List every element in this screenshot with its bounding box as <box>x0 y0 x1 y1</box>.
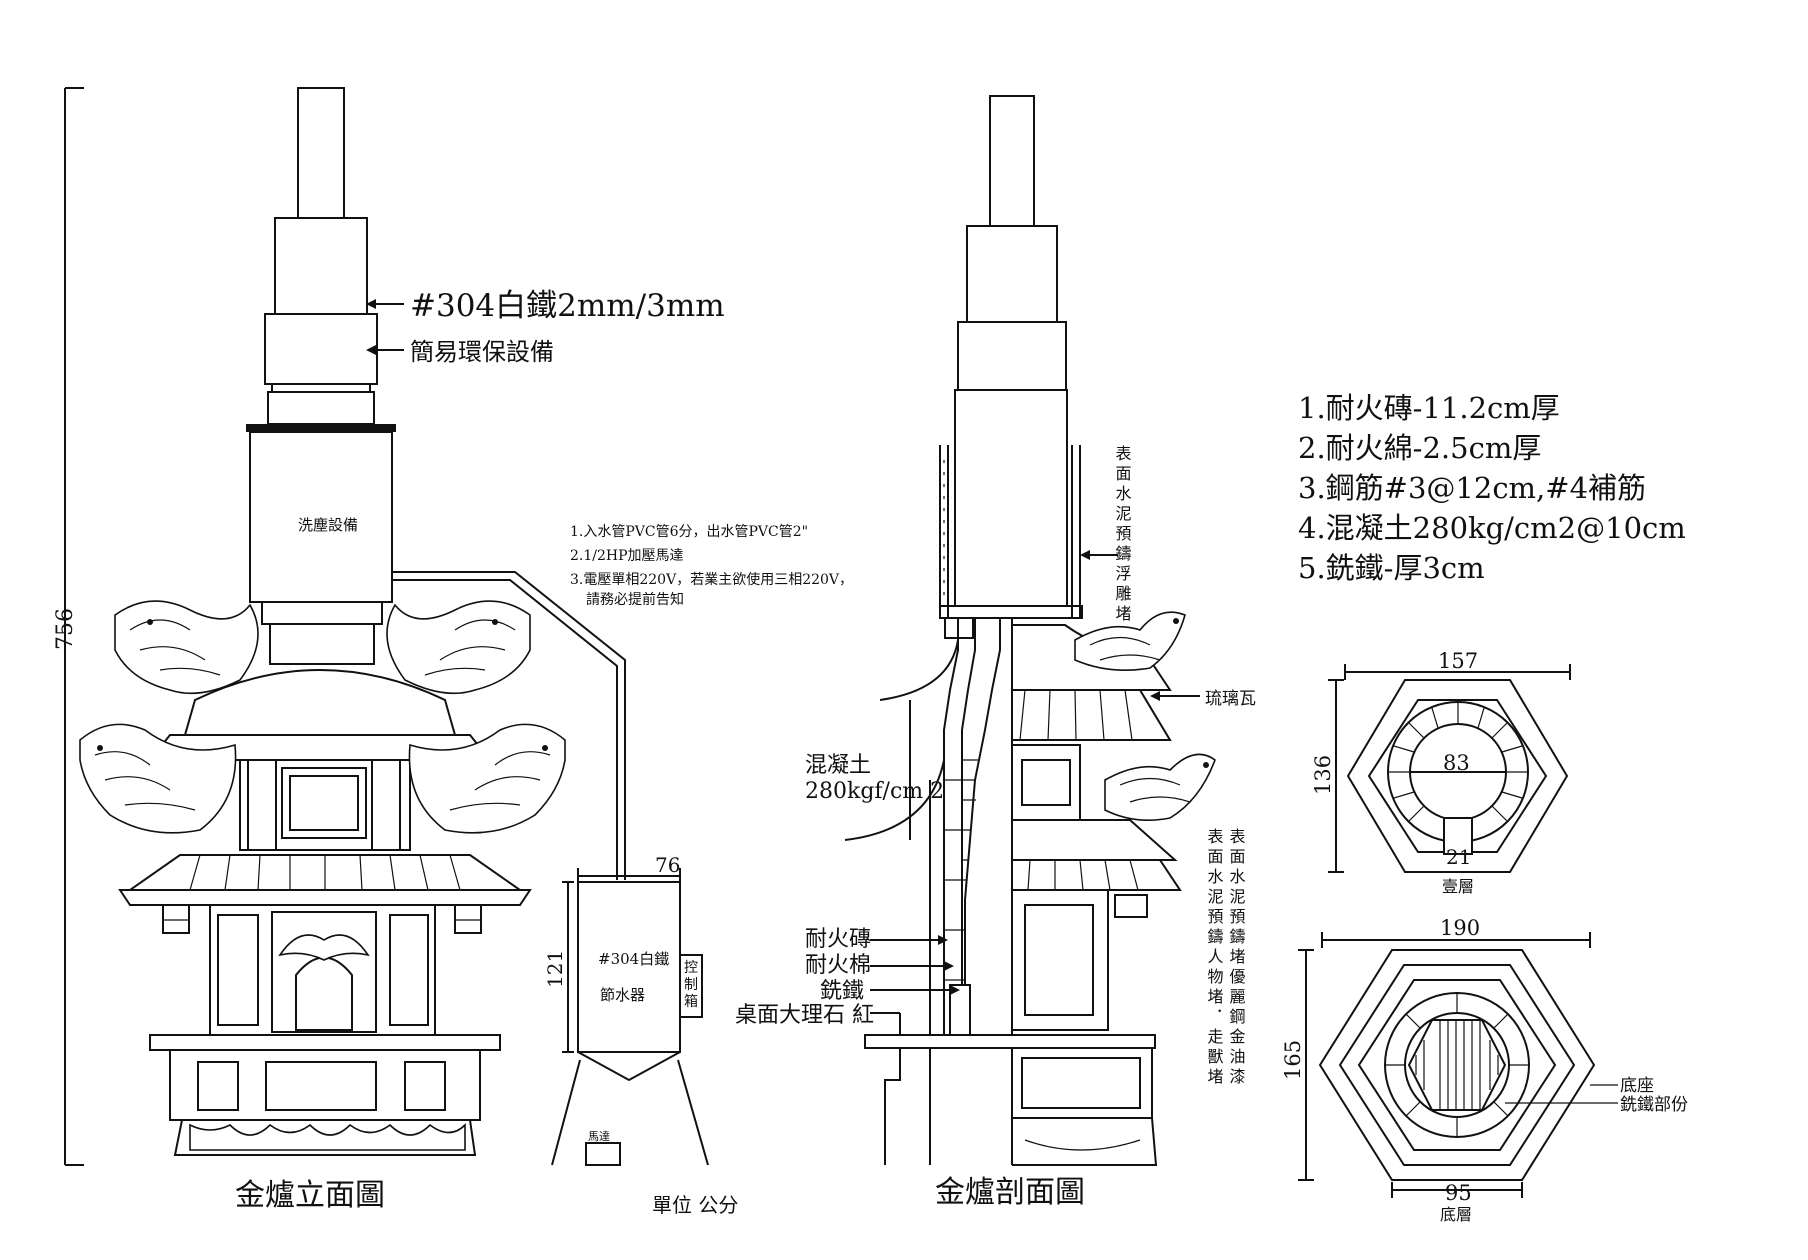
section-right-half <box>1011 624 1182 1031</box>
middle-dragons <box>79 723 566 834</box>
plan-bottom-height-dim: 165 <box>1281 1040 1305 1080</box>
section-view: 混凝土 280kgf/cm 2 <box>735 95 1256 1210</box>
chimney <box>246 87 396 603</box>
spec-4: 4.混凝土280kg/cm2@10cm <box>1298 511 1686 545</box>
base <box>149 1034 501 1156</box>
steel-callout <box>366 299 404 355</box>
layer-brick-label: 耐火磚 <box>805 927 871 952</box>
layer-iron-label: 銑鐵 <box>820 979 864 1004</box>
spec-5: 5.銑鐵-厚3cm <box>1298 551 1485 585</box>
section-dragons <box>1074 611 1216 822</box>
glazed-tile-label: 琉璃瓦 <box>1205 689 1256 709</box>
install-notes: 1.入水管PVC管6分，出水管PVC管2" 2.1/2HP加壓馬達 3.電壓單相… <box>570 524 853 608</box>
upper-roof <box>147 601 493 761</box>
section-base <box>864 1034 1158 1166</box>
height-dim-text: 756 <box>53 608 78 650</box>
spec-3: 3.鋼筋#3@12cm,#4補筋 <box>1298 471 1646 505</box>
note-1: 1.入水管PVC管6分，出水管PVC管2" <box>570 524 808 540</box>
section-flue <box>929 618 1013 1036</box>
plan-top <box>1328 664 1571 873</box>
plan-top-label: 壹層 <box>1442 877 1474 896</box>
section-note-right-1: 表面水泥預鑄堵優麗鋼金油漆 <box>1227 828 1246 1088</box>
plan-top-inner-dim: 83 <box>1443 751 1470 775</box>
spec-list: 1.耐火磚-11.2cm厚 2.耐火綿-2.5cm厚 3.鋼筋#3@12cm,#… <box>1298 391 1686 585</box>
steel-callout-text: #304白鐵2mm/3mm <box>410 288 725 324</box>
upper-dragons <box>114 600 531 695</box>
plan-bottom-base-dim: 95 <box>1445 1181 1472 1205</box>
section-note-top: 表面水泥預鑄浮雕堵 <box>1113 445 1132 625</box>
control-box-label: 控制箱 <box>684 960 698 1010</box>
washer-label: 洗塵設備 <box>298 516 358 534</box>
tank-height-dim: 121 <box>543 950 567 988</box>
plan-top-opening-dim: 21 <box>1446 845 1471 869</box>
unit-label: 單位 公分 <box>652 1193 738 1217</box>
section-note-right-2: 表面水泥預鑄人物堵．走獸堵 <box>1205 828 1224 1088</box>
section-chimney <box>939 95 1083 639</box>
main-body <box>209 904 436 1036</box>
plan-bottom-callout-iron: 銑鐵部份 <box>1620 1095 1688 1115</box>
tank-label-1: #304白鐵 <box>598 950 669 968</box>
concrete-label-1: 混凝土 <box>805 753 871 778</box>
plan-top-width-dim: 157 <box>1438 649 1478 673</box>
plan-bottom <box>1298 932 1618 1198</box>
section-callouts <box>870 550 1200 1035</box>
tank-label-2: 節水器 <box>600 986 645 1004</box>
note-2: 2.1/2HP加壓馬達 <box>570 548 684 564</box>
concrete-label-2: 280kgf/cm 2 <box>805 779 944 804</box>
height-dimension <box>64 87 84 1166</box>
plan-top-height-dim: 136 <box>1311 755 1335 795</box>
spec-1: 1.耐火磚-11.2cm厚 <box>1298 391 1560 425</box>
elevation-view: 756 洗塵設備 #304白鐵2mm/3mm 簡易環保設備 <box>53 87 853 1217</box>
lower-roof <box>118 854 532 906</box>
note-3: 3.電壓單相220V，若業主欲使用三相220V， <box>570 571 853 588</box>
env-callout-text: 簡易環保設備 <box>410 338 554 366</box>
plan-bottom-callout-base: 底座 <box>1620 1076 1654 1096</box>
tank-width-dim: 76 <box>655 853 680 877</box>
spec-2: 2.耐火綿-2.5cm厚 <box>1298 431 1541 465</box>
section-title: 金爐剖面圖 <box>935 1175 1085 1210</box>
water-pipe <box>392 571 626 880</box>
note-4: 請務必提前告知 <box>586 591 684 608</box>
layer-marble-label: 桌面大理石 紅 <box>735 1003 874 1028</box>
plan-bottom-label: 底層 <box>1440 1205 1472 1224</box>
concrete-wall <box>844 639 959 841</box>
layer-wool-label: 耐火棉 <box>805 953 871 978</box>
elevation-title: 金爐立面圖 <box>235 1178 385 1213</box>
water-tank <box>551 868 709 1166</box>
middle-story <box>239 759 411 851</box>
plan-bottom-width-dim: 190 <box>1440 916 1480 940</box>
motor-label: 馬達 <box>588 1130 610 1143</box>
